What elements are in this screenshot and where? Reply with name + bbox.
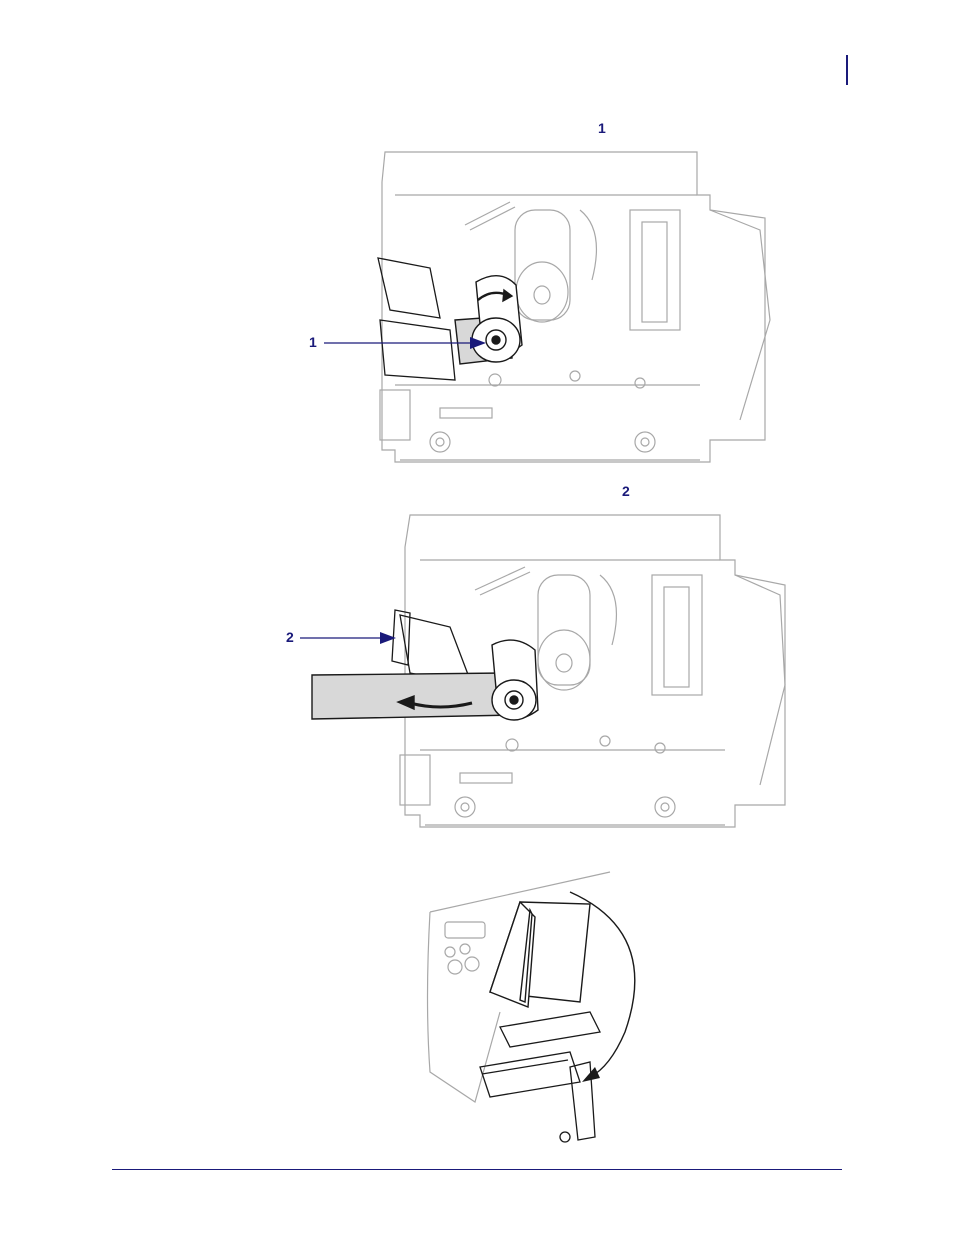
change-bar bbox=[846, 55, 848, 85]
footer-rule bbox=[112, 1169, 842, 1170]
figure3-printhead-closing bbox=[420, 862, 650, 1147]
figure1-callout-number: 1 bbox=[598, 120, 606, 136]
figure2-printer-ribbon-pulled bbox=[300, 505, 790, 835]
figure1-printer-ribbon-roll bbox=[300, 140, 780, 470]
figure2-callout-number: 2 bbox=[622, 483, 630, 499]
